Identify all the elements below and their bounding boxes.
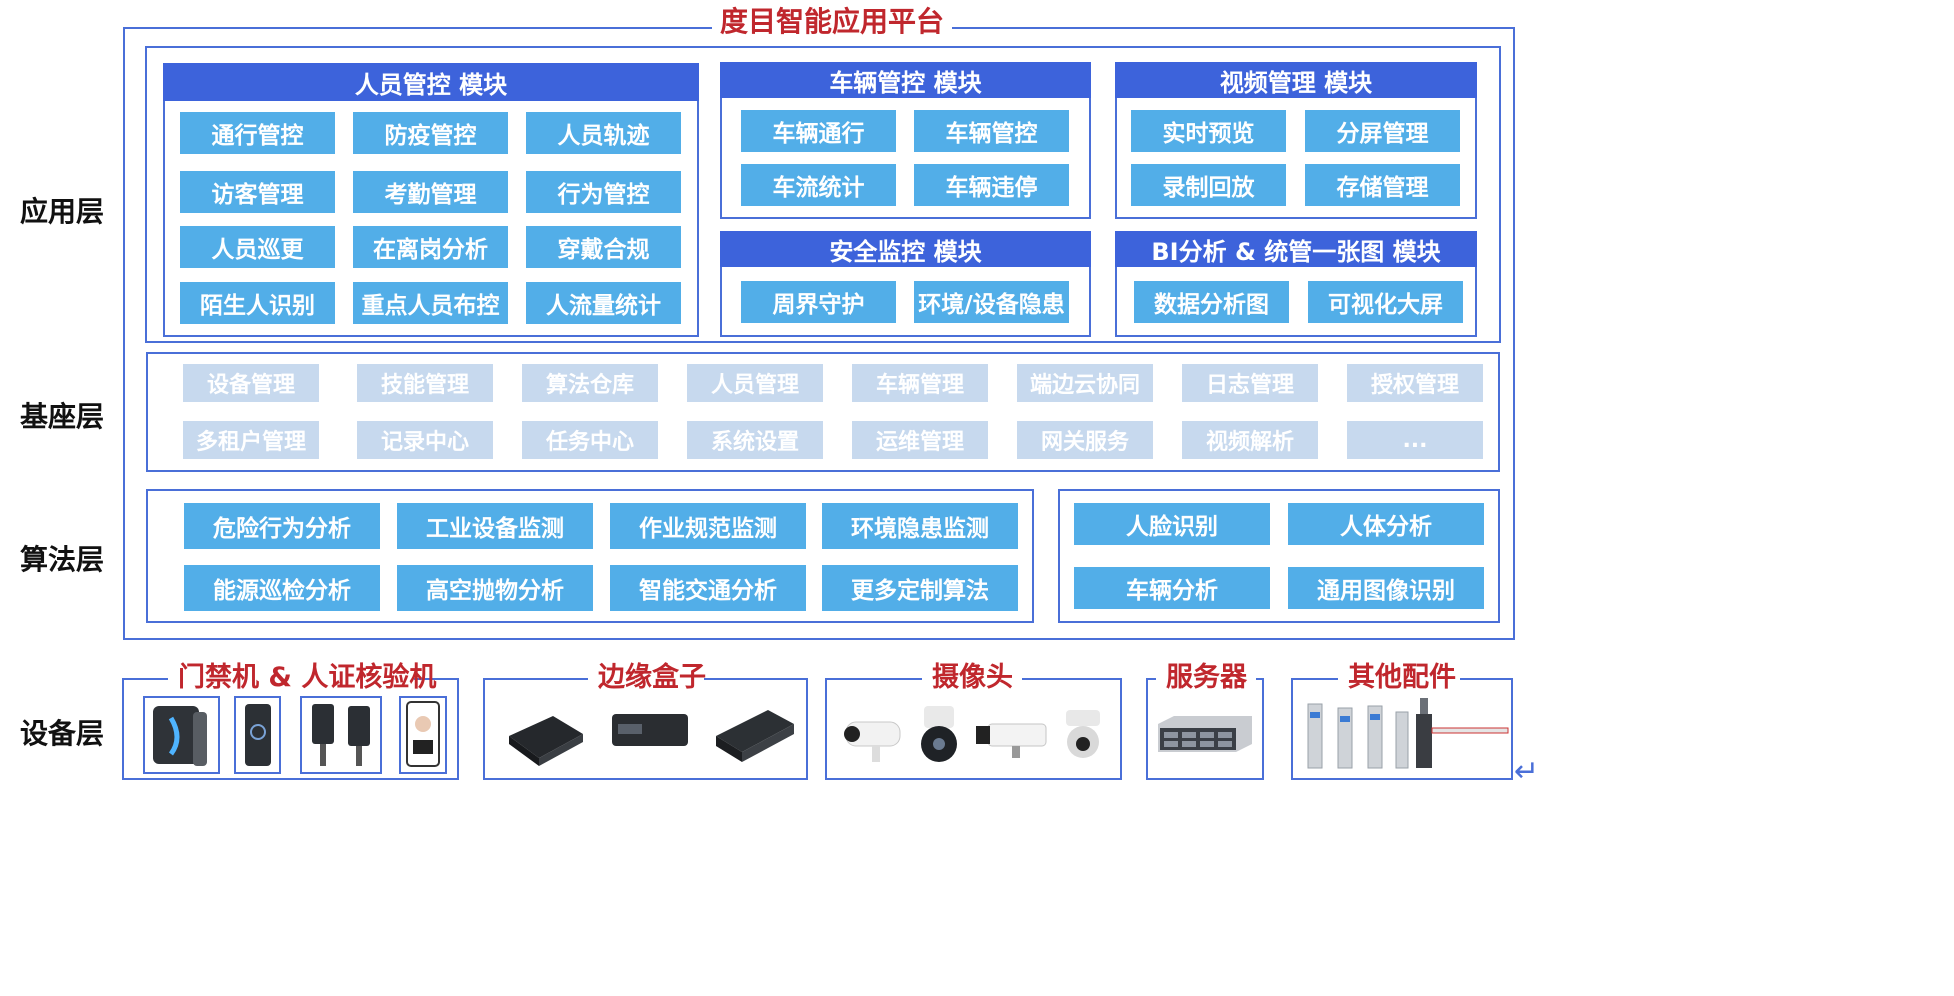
base-tile-4[interactable]: 人员管理 bbox=[687, 364, 823, 402]
layer-label-algo: 算法层 bbox=[20, 543, 105, 576]
algo-right-tile-2[interactable]: 人体分析 bbox=[1288, 503, 1484, 545]
app-layer-box bbox=[145, 46, 1501, 343]
tile-vehicle-1[interactable]: 车辆通行 bbox=[741, 110, 896, 152]
server-image bbox=[1154, 714, 1256, 754]
base-tile-1[interactable]: 设备管理 bbox=[183, 364, 319, 402]
tile-vehicle-2[interactable]: 车辆管控 bbox=[914, 110, 1069, 152]
layer-label-app: 应用层 bbox=[20, 195, 105, 228]
algo-tile-8[interactable]: 更多定制算法 bbox=[822, 565, 1018, 611]
tile-bi-2[interactable]: 可视化大屏 bbox=[1308, 281, 1463, 323]
tile-person-11[interactable]: 重点人员布控 bbox=[353, 282, 508, 324]
tile-person-7[interactable]: 人员巡更 bbox=[180, 226, 335, 268]
id-verification-terminal-image bbox=[399, 696, 447, 774]
base-tile-12[interactable]: 系统设置 bbox=[687, 421, 823, 459]
base-tile-11[interactable]: 任务中心 bbox=[522, 421, 658, 459]
edge-box-image-1 bbox=[503, 708, 587, 768]
device-title-access: 门禁机 & 人证核验机 bbox=[168, 660, 436, 696]
card-reader-image bbox=[234, 696, 281, 774]
module-bi-header: BI分析 & 统管一张图 模块 bbox=[1115, 231, 1477, 267]
base-tile-5[interactable]: 车辆管理 bbox=[852, 364, 988, 402]
return-arrow-icon: ↵ bbox=[1514, 754, 1540, 789]
algo-left-box bbox=[146, 489, 1034, 623]
device-title-server: 服务器 bbox=[1156, 660, 1256, 696]
base-tile-3[interactable]: 算法仓库 bbox=[522, 364, 658, 402]
box-camera-image bbox=[972, 712, 1054, 762]
tile-security-2[interactable]: 环境/设备隐患 bbox=[914, 281, 1069, 323]
base-tile-2[interactable]: 技能管理 bbox=[357, 364, 493, 402]
device-title-camera: 摄像头 bbox=[922, 660, 1022, 696]
tile-video-2[interactable]: 分屏管理 bbox=[1305, 110, 1460, 152]
base-tile-13[interactable]: 运维管理 bbox=[852, 421, 988, 459]
device-title-other: 其他配件 bbox=[1338, 660, 1460, 696]
ptz-camera-image bbox=[912, 700, 966, 770]
algo-tile-1[interactable]: 危险行为分析 bbox=[184, 503, 380, 549]
base-tile-16[interactable]: ... bbox=[1347, 421, 1483, 459]
algo-right-tile-4[interactable]: 通用图像识别 bbox=[1288, 567, 1484, 609]
face-terminal-pair-image bbox=[300, 696, 382, 774]
tile-video-3[interactable]: 录制回放 bbox=[1131, 164, 1286, 206]
module-security-header: 安全监控 模块 bbox=[720, 231, 1091, 267]
edge-box-image-2 bbox=[608, 708, 692, 756]
tile-person-10[interactable]: 陌生人识别 bbox=[180, 282, 335, 324]
tile-person-8[interactable]: 在离岗分析 bbox=[353, 226, 508, 268]
algo-tile-4[interactable]: 环境隐患监测 bbox=[822, 503, 1018, 549]
algo-right-tile-1[interactable]: 人脸识别 bbox=[1074, 503, 1270, 545]
layer-label-device: 设备层 bbox=[20, 717, 105, 750]
module-vehicle-header: 车辆管控 模块 bbox=[720, 62, 1091, 98]
tile-person-4[interactable]: 访客管理 bbox=[180, 171, 335, 213]
tile-video-4[interactable]: 存储管理 bbox=[1305, 164, 1460, 206]
barrier-gate-image bbox=[1414, 694, 1510, 772]
base-tile-7[interactable]: 日志管理 bbox=[1182, 364, 1318, 402]
algo-right-tile-3[interactable]: 车辆分析 bbox=[1074, 567, 1270, 609]
tile-person-2[interactable]: 防疫管控 bbox=[353, 112, 508, 154]
tile-security-1[interactable]: 周界守护 bbox=[741, 281, 896, 323]
layer-label-base: 基座层 bbox=[20, 400, 105, 433]
base-tile-15[interactable]: 视频解析 bbox=[1182, 421, 1318, 459]
device-title-edge: 边缘盒子 bbox=[588, 660, 706, 696]
tile-person-12[interactable]: 人流量统计 bbox=[526, 282, 681, 324]
tile-person-9[interactable]: 穿戴合规 bbox=[526, 226, 681, 268]
base-tile-14[interactable]: 网关服务 bbox=[1017, 421, 1153, 459]
tile-person-3[interactable]: 人员轨迹 bbox=[526, 112, 681, 154]
algo-tile-3[interactable]: 作业规范监测 bbox=[610, 503, 806, 549]
bullet-camera-image bbox=[838, 708, 908, 768]
access-terminal-image bbox=[143, 696, 220, 774]
tile-person-5[interactable]: 考勤管理 bbox=[353, 171, 508, 213]
tile-vehicle-4[interactable]: 车辆违停 bbox=[914, 164, 1069, 206]
edge-box-image-3 bbox=[712, 700, 798, 766]
algo-right-box bbox=[1058, 489, 1500, 623]
module-video-header: 视频管理 模块 bbox=[1115, 62, 1477, 98]
base-tile-9[interactable]: 多租户管理 bbox=[183, 421, 319, 459]
tile-vehicle-3[interactable]: 车流统计 bbox=[741, 164, 896, 206]
algo-tile-6[interactable]: 高空抛物分析 bbox=[397, 565, 593, 611]
base-tile-10[interactable]: 记录中心 bbox=[357, 421, 493, 459]
algo-tile-7[interactable]: 智能交通分析 bbox=[610, 565, 806, 611]
dome-camera-image bbox=[1058, 704, 1108, 764]
tile-person-6[interactable]: 行为管控 bbox=[526, 171, 681, 213]
tile-video-1[interactable]: 实时预览 bbox=[1131, 110, 1286, 152]
algo-tile-2[interactable]: 工业设备监测 bbox=[397, 503, 593, 549]
turnstile-image bbox=[1302, 694, 1412, 772]
base-tile-6[interactable]: 端边云协同 bbox=[1017, 364, 1153, 402]
platform-title: 度目智能应用平台 bbox=[712, 2, 952, 42]
tile-person-1[interactable]: 通行管控 bbox=[180, 112, 335, 154]
algo-tile-5[interactable]: 能源巡检分析 bbox=[184, 565, 380, 611]
tile-bi-1[interactable]: 数据分析图 bbox=[1134, 281, 1289, 323]
module-person-header: 人员管控 模块 bbox=[163, 63, 699, 101]
base-tile-8[interactable]: 授权管理 bbox=[1347, 364, 1483, 402]
base-layer-box bbox=[146, 352, 1500, 472]
